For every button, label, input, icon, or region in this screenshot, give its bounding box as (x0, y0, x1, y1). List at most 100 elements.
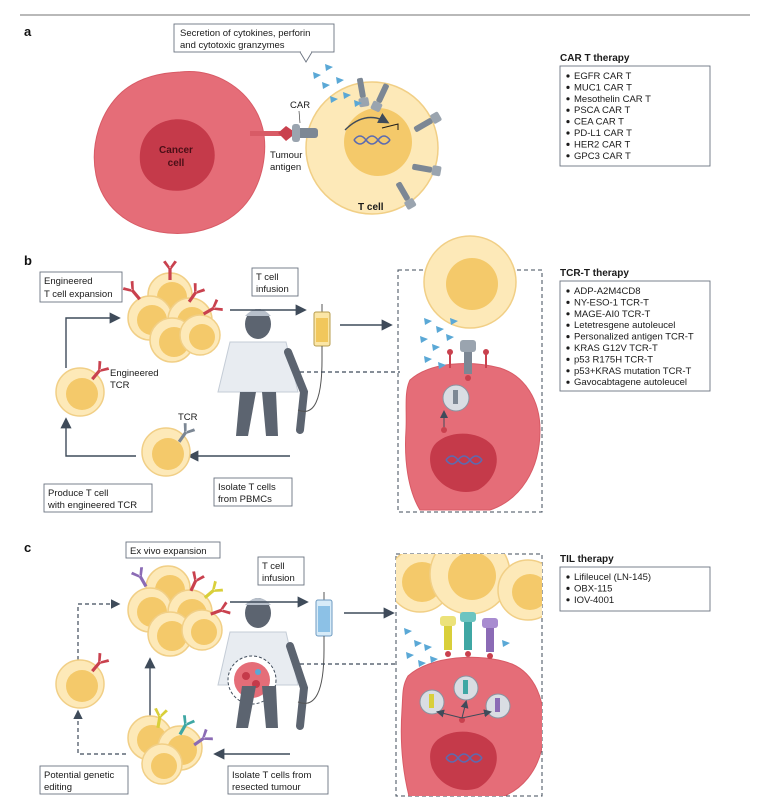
list-item: OBX-115 (574, 583, 612, 594)
isolate-callout-c: Isolate T cells from resected tumour (227, 765, 329, 795)
list-bullet (566, 357, 570, 361)
svg-text:infusion: infusion (262, 573, 295, 584)
list-bullet (566, 131, 570, 135)
arrow-c-genetic (73, 709, 126, 755)
secretion-text-2: and cytotoxic granzymes (180, 40, 285, 51)
list-bullet (566, 346, 570, 350)
iv-bag-b (297, 304, 331, 412)
list-bullet (566, 586, 570, 591)
list-item: Letetresgene autoleucel (574, 320, 675, 331)
cancer-label-2: cell (168, 158, 185, 169)
list-bullet (566, 300, 570, 304)
tcell-label: T cell (358, 202, 384, 213)
svg-text:infusion: infusion (256, 284, 289, 295)
svg-text:Engineered: Engineered (44, 276, 93, 287)
engineered-tcr-label-2: TCR (110, 380, 130, 391)
infusion-callout-c: T cell infusion (257, 556, 305, 586)
svg-text:Isolate T cells: Isolate T cells (218, 482, 276, 493)
list-bullet (566, 312, 570, 316)
svg-text:Potential genetic: Potential genetic (44, 770, 114, 781)
list-item: p53+KRAS mutation TCR-T (574, 366, 691, 377)
panel-b-label: b (24, 253, 32, 268)
antigen-stalk (250, 131, 286, 136)
cancer-cell-a: Cancer cell (93, 70, 266, 234)
produce-callout: Produce T cell with engineered TCR (43, 483, 153, 513)
svg-text:with engineered TCR: with engineered TCR (47, 500, 137, 511)
list-item: CEA CAR T (574, 117, 624, 128)
list-item: EGFR CAR T (574, 71, 632, 82)
list-bullet (566, 97, 570, 101)
iv-bag-c (297, 592, 333, 704)
list-item: PSCA CAR T (574, 105, 631, 116)
list-bullet (566, 142, 570, 146)
list-bullet (566, 289, 570, 293)
svg-text:T cell: T cell (256, 272, 279, 283)
tcr-label: TCR (178, 412, 198, 423)
list-item: GPC3 CAR T (574, 151, 631, 162)
list-bullet (566, 154, 570, 158)
list-bullet (566, 108, 570, 112)
genetic-callout: Potential genetic editing (39, 765, 129, 795)
car-t-list-title: CAR T therapy (560, 53, 630, 64)
til-mechanism-box (395, 553, 543, 797)
svg-text:Produce T cell: Produce T cell (48, 488, 108, 499)
tcell-cluster-b (121, 260, 224, 363)
car-receptor (292, 124, 318, 142)
list-bullet (566, 323, 570, 327)
til-list-title: TIL therapy (560, 554, 614, 565)
patient-figure-b (217, 309, 309, 436)
list-item: Gavocabtagene autoleucel (574, 377, 687, 388)
panel-c-label: c (24, 540, 31, 555)
til-list-box (559, 566, 711, 612)
svg-text:T cell: T cell (262, 561, 285, 572)
antigen-label-2: antigen (270, 162, 301, 173)
list-item: Lifileucel (LN-145) (574, 572, 651, 583)
infusion-callout-b: T cell infusion (251, 267, 299, 297)
list-item: HER2 CAR T (574, 139, 631, 150)
svg-text:editing: editing (44, 782, 72, 793)
svg-text:Isolate T cells from: Isolate T cells from (232, 770, 311, 781)
list-item: Personalized antigen TCR-T (574, 332, 694, 343)
car-label: CAR (290, 100, 310, 111)
patient-figure-c (217, 598, 309, 730)
cancer-label-1: Cancer (159, 145, 193, 156)
svg-text:from PBMCs: from PBMCs (218, 494, 272, 505)
antigen-label-1: Tumour (270, 150, 302, 161)
tcr-cell (141, 423, 196, 477)
list-bullet (566, 335, 570, 339)
isolate-callout-b: Isolate T cells from PBMCs (213, 477, 293, 507)
tumour-antigen (278, 126, 296, 141)
tcr-t-list-title: TCR-T therapy (560, 268, 629, 279)
list-item: Mesothelin CAR T (574, 94, 651, 105)
list-bullet (566, 120, 570, 124)
list-item: NY-ESO-1 TCR-T (574, 297, 649, 308)
list-item: MAGE-AI0 TCR-T (574, 309, 651, 320)
svg-text:Ex vivo expansion: Ex vivo expansion (130, 546, 207, 557)
panel-a-label: a (24, 24, 32, 39)
arrow-c-dashed-up (77, 599, 121, 660)
engineered-expansion-callout: Engineered T cell expansion (39, 271, 123, 303)
svg-text:resected tumour: resected tumour (232, 782, 301, 793)
edited-tcell-c (55, 651, 111, 709)
ex-vivo-callout: Ex vivo expansion (125, 541, 221, 559)
engineered-tcr-cell (55, 359, 111, 417)
arrow-b-produce (60, 417, 136, 457)
list-bullet (566, 85, 570, 89)
list-item: ADP-A2M4CD8 (574, 286, 641, 297)
svg-text:T cell expansion: T cell expansion (44, 289, 112, 300)
list-item: MUC1 CAR T (574, 82, 632, 93)
list-item: p53 R175H TCR-T (574, 354, 653, 365)
secretion-text-1: Secretion of cytokines, perforin (180, 28, 310, 39)
engineered-tcr-label-1: Engineered (110, 368, 159, 379)
tcr-mechanism-box (397, 235, 543, 513)
arrow-b-up (65, 312, 121, 368)
tcr-t-list-box (559, 280, 711, 392)
tcell-a: T cell (305, 81, 439, 215)
list-bullet (566, 369, 570, 373)
list-bullet (566, 74, 570, 78)
list-bullet (566, 380, 570, 384)
